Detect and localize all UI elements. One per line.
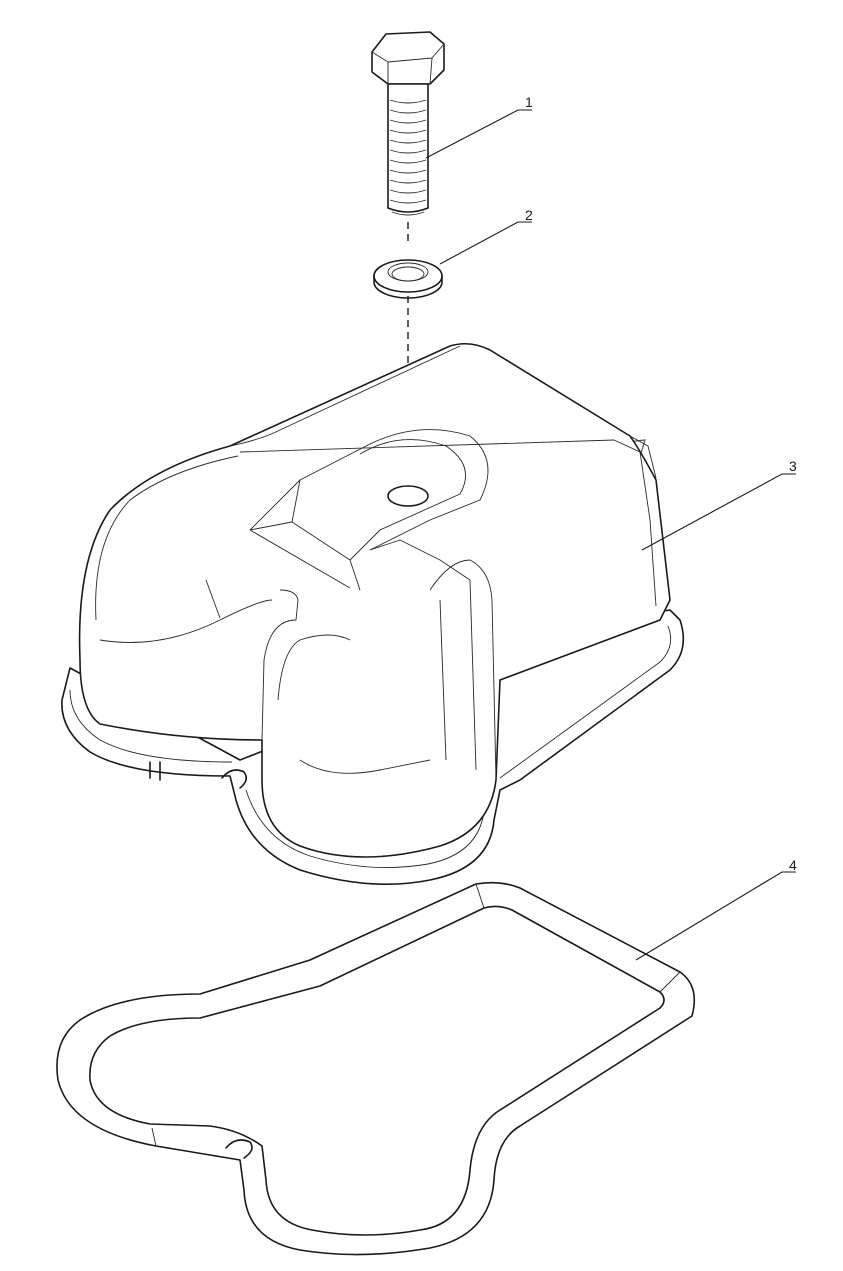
valve-cover: [61, 342, 685, 886]
callout-group-2: 2: [439, 207, 533, 265]
callout-4: 4: [789, 857, 797, 873]
callout-group-3: 3: [641, 458, 797, 551]
gasket: [56, 881, 696, 1256]
callout-2: 2: [525, 207, 533, 223]
sealing-washer: [373, 259, 443, 299]
callout-1: 1: [525, 94, 533, 110]
hex-bolt: [371, 31, 445, 216]
callout-group-4: 4: [635, 857, 797, 961]
callout-3: 3: [789, 458, 797, 474]
callout-group-1: 1: [425, 94, 533, 159]
bolt-threads: [389, 99, 427, 204]
